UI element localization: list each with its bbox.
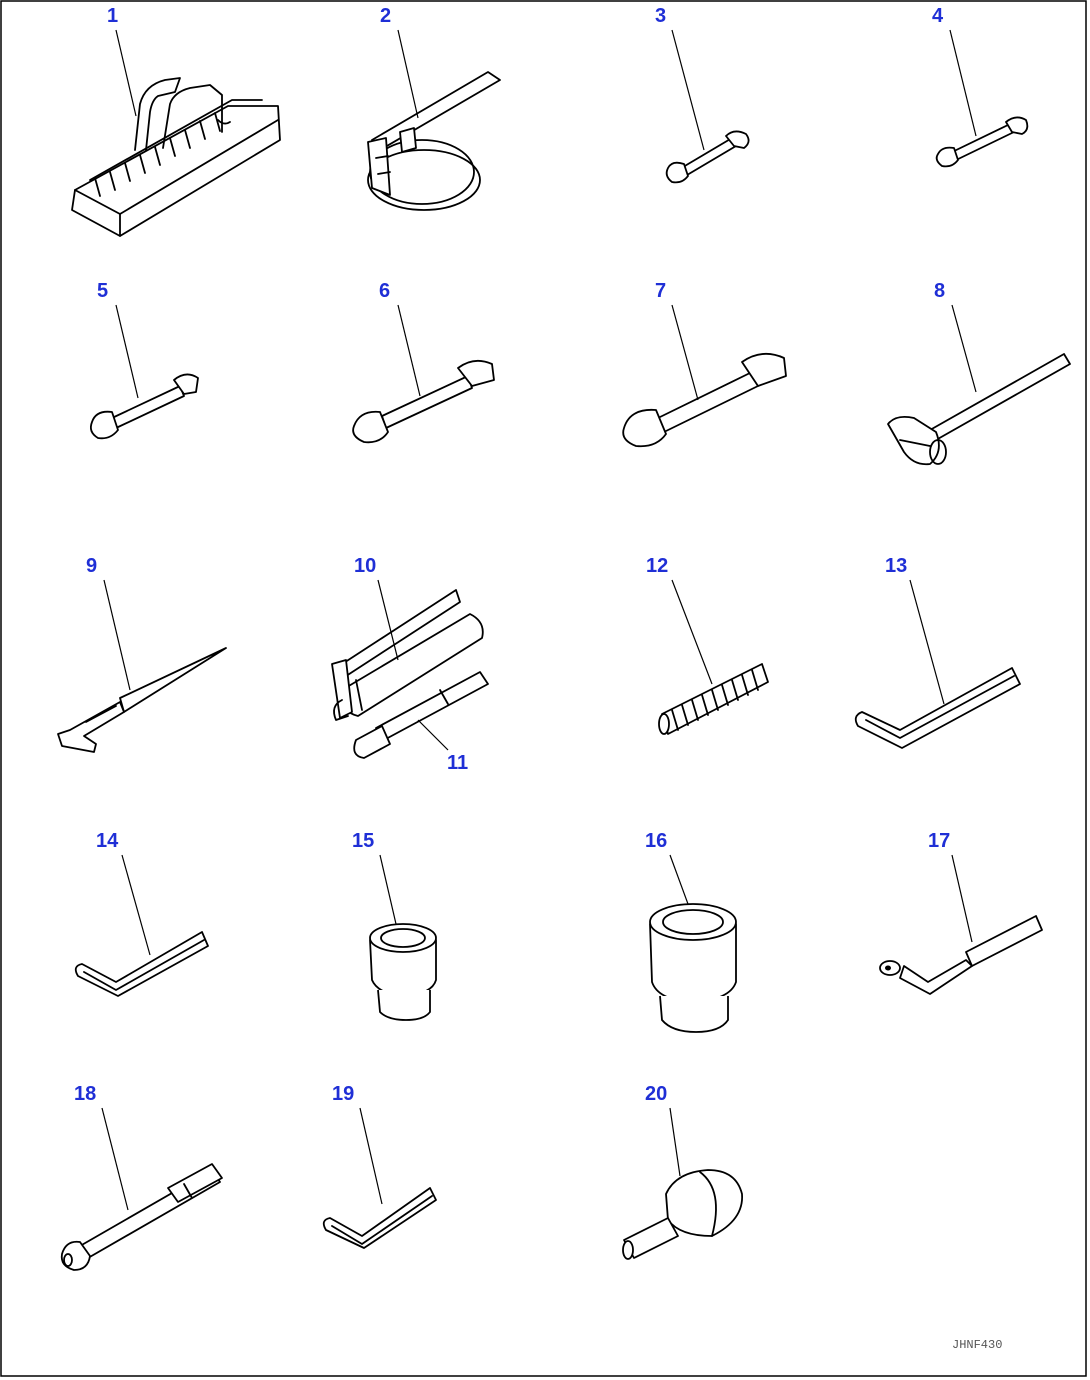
part-11-nozzle[interactable] (353, 671, 489, 759)
part-18-extension-bar[interactable] (60, 1163, 223, 1271)
part-5-spanner[interactable] (89, 373, 199, 440)
label-13: 13 (885, 555, 907, 577)
part-15-socket[interactable] (369, 923, 437, 1021)
leader-12 (671, 579, 713, 685)
part-12-threaded-rod[interactable] (658, 663, 769, 735)
part-13-hex-key[interactable] (854, 667, 1021, 749)
leader-19 (359, 1107, 383, 1205)
leader-9 (103, 579, 131, 691)
leader-18 (101, 1107, 129, 1211)
label-17: 17 (928, 830, 950, 852)
part-19-hex-key[interactable] (322, 1187, 437, 1249)
leader-13 (909, 579, 945, 705)
part-7-spanner[interactable] (622, 352, 787, 448)
leader-15 (379, 854, 397, 925)
part-10-grease-gun[interactable] (331, 589, 484, 721)
leader-16 (669, 854, 689, 905)
label-14: 14 (96, 830, 119, 852)
leader-2 (397, 29, 419, 119)
label-20: 20 (645, 1083, 667, 1105)
label-15: 15 (352, 830, 374, 852)
leader-20 (669, 1107, 681, 1177)
part-20-socket-adapter[interactable] (622, 1169, 743, 1260)
label-9: 9 (86, 555, 97, 577)
part-3-spanner[interactable] (665, 130, 750, 184)
leader-8 (951, 304, 977, 393)
part-17-bent-wrench[interactable] (879, 915, 1043, 995)
label-18: 18 (74, 1083, 96, 1105)
label-10: 10 (354, 555, 376, 577)
label-2: 2 (380, 5, 391, 27)
leader-6 (397, 304, 421, 397)
leader-7 (671, 304, 699, 401)
leader-4 (949, 29, 977, 137)
label-6: 6 (379, 280, 390, 302)
label-5: 5 (97, 280, 108, 302)
label-3: 3 (655, 5, 666, 27)
part-9-pry-bar[interactable] (57, 647, 227, 753)
label-1: 1 (107, 5, 118, 27)
label-16: 16 (645, 830, 667, 852)
label-12: 12 (646, 555, 668, 577)
label-11: 11 (447, 752, 468, 774)
part-14-hex-key[interactable] (74, 931, 209, 997)
part-2-filter-wrench[interactable] (367, 71, 501, 211)
leader-17 (951, 854, 973, 943)
part-16-socket[interactable] (649, 903, 737, 1033)
leader-11 (417, 719, 449, 751)
leader-5 (115, 304, 139, 399)
label-8: 8 (934, 280, 945, 302)
leader-14 (121, 854, 151, 956)
label-19: 19 (332, 1083, 354, 1105)
leader-10 (377, 579, 399, 661)
part-6-spanner[interactable] (352, 359, 495, 444)
leader-3 (671, 29, 705, 151)
part-1-tool-box[interactable] (71, 77, 281, 237)
label-7: 7 (655, 280, 666, 302)
leader-1 (115, 29, 137, 117)
drawing-code: JHNF430 (952, 1338, 1002, 1352)
part-4-spanner[interactable] (935, 116, 1029, 168)
label-4: 4 (932, 5, 944, 27)
part-8-socket-handle[interactable] (887, 353, 1071, 466)
